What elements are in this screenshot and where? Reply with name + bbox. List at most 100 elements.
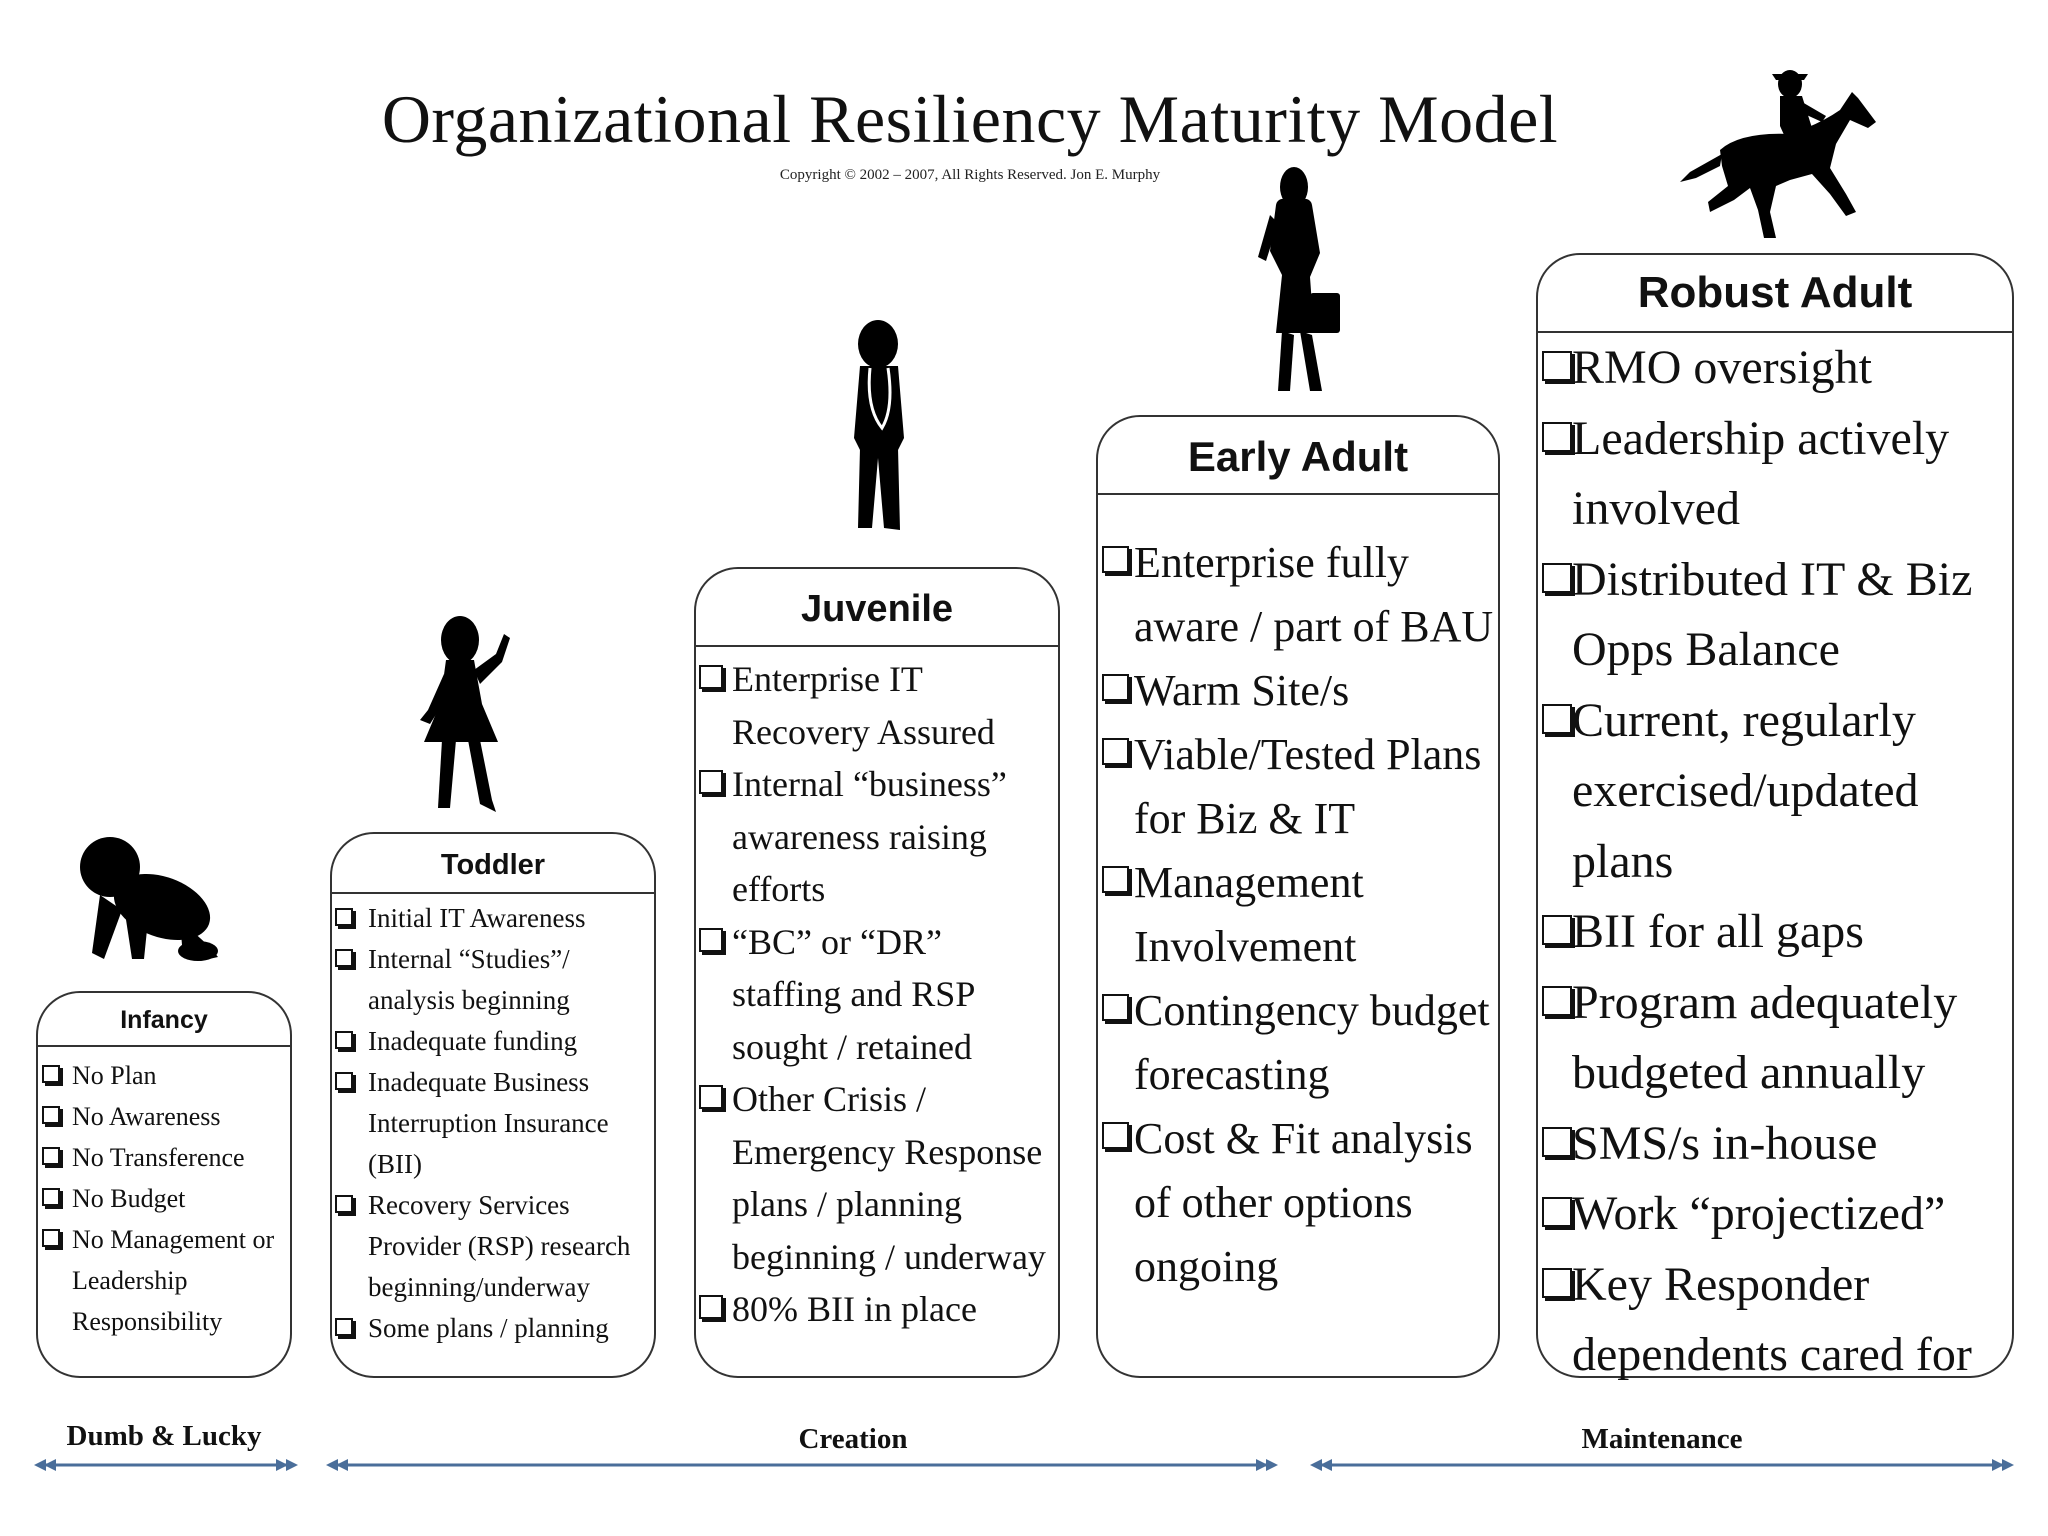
checkbox-icon <box>1102 738 1129 765</box>
checklist-item-text: Other Crisis / Emergency Response plans … <box>732 1079 1046 1277</box>
checkbox-icon <box>1542 1267 1572 1298</box>
checklist-item: Cost & Fit analysis of other options ong… <box>1098 1107 1494 1299</box>
checklist-item: Viable/Tested Plans for Biz & IT <box>1098 723 1494 851</box>
checklist-item: Initial IT Awareness <box>332 898 650 939</box>
checklist-item: Enterprise IT Recovery Assured <box>696 653 1054 758</box>
checklist-item-text: Management Involvement <box>1134 858 1364 971</box>
checklist-item: RMO oversight <box>1538 333 2008 404</box>
checklist-item-text: 80% BII in place <box>732 1289 977 1329</box>
checkbox-icon <box>1542 703 1572 734</box>
checkbox-icon <box>1542 562 1572 593</box>
phase-arrow-creation <box>326 1459 1278 1471</box>
checklist-item-text: BII for all gaps <box>1572 905 1864 958</box>
checklist-item: No Transference <box>38 1137 286 1178</box>
checklist-item: Warm Site/s <box>1098 659 1494 723</box>
checklist-item-text: Viable/Tested Plans for Biz & IT <box>1134 730 1482 843</box>
checklist-item: No Awareness <box>38 1096 286 1137</box>
stage-early-adult: Early Adult Enterprise fully aware / par… <box>1096 415 1500 1378</box>
checklist-item: SMS/s in-house <box>1538 1109 2008 1180</box>
checkbox-icon <box>1542 915 1572 945</box>
checklist-item: “BC” or “DR” staffing and RSP sought / r… <box>696 916 1054 1074</box>
stage-toddler: Toddler Initial IT Awareness Internal “S… <box>330 832 656 1378</box>
stage-checklist: No Plan No Awareness No Transference No … <box>38 1047 290 1342</box>
checklist-item-text: Internal “Studies”/ analysis beginning <box>368 944 570 1015</box>
checklist-item-text: Current, regularly exercised/updated pla… <box>1572 693 1919 888</box>
checkbox-icon <box>1542 351 1572 381</box>
checkbox-icon <box>1102 866 1129 893</box>
woman-silhouette-icon <box>1258 167 1340 391</box>
stage-checklist: RMO oversight Leadership actively involv… <box>1538 333 2012 1391</box>
checkbox-icon <box>699 665 723 689</box>
checklist-item-text: Warm Site/s <box>1134 666 1350 715</box>
stage-checklist: Enterprise IT Recovery Assured Internal … <box>696 647 1058 1336</box>
checklist-item-text: No Awareness <box>72 1102 221 1131</box>
checklist-item: 80% BII in place <box>696 1283 1054 1336</box>
checklist-item-text: No Management or Leadership Responsibili… <box>72 1225 275 1336</box>
checkbox-icon <box>1542 1197 1572 1227</box>
diagram-title: Organizational Resiliency Maturity Model <box>381 81 1559 157</box>
stage-infancy: Infancy No Plan No Awareness No Transfer… <box>36 991 292 1378</box>
checklist-item-text: Cost & Fit analysis of other options ong… <box>1134 1114 1473 1291</box>
checklist-item-text: No Budget <box>72 1184 186 1213</box>
checklist-item-text: “BC” or “DR” staffing and RSP sought / r… <box>732 921 975 1067</box>
checklist-item-text: No Plan <box>72 1061 157 1090</box>
checklist-item: Current, regularly exercised/updated pla… <box>1538 686 2008 898</box>
horse-rider-silhouette-icon <box>1680 70 1876 238</box>
checkbox-icon <box>335 1318 353 1336</box>
checklist-item: Distributed IT & Biz Opps Balance <box>1538 545 2008 686</box>
checklist-item-text: Distributed IT & Biz Opps Balance <box>1572 552 1973 677</box>
checkbox-icon <box>699 1295 723 1319</box>
checkbox-icon <box>699 1085 723 1109</box>
stage-title: Infancy <box>38 993 290 1047</box>
checklist-item: Internal “business” awareness raising ef… <box>696 758 1054 916</box>
checkbox-icon <box>1542 985 1572 1016</box>
checklist-item-text: Contingency budget forecasting <box>1134 986 1490 1099</box>
checklist-item: Recovery Services Provider (RSP) researc… <box>332 1185 650 1308</box>
checkbox-icon <box>1102 674 1129 701</box>
checklist-item-text: Inadequate Business Interruption Insuran… <box>368 1067 609 1179</box>
checkbox-icon <box>335 908 353 926</box>
baby-silhouette-icon <box>80 837 218 961</box>
checklist-item-text: Work “projectized” <box>1572 1187 1946 1240</box>
checklist-item-text: SMS/s in-house <box>1572 1116 1878 1170</box>
checklist-item: Contingency budget forecasting <box>1098 979 1494 1107</box>
checklist-item-text: Some plans / planning <box>368 1313 609 1343</box>
checklist-item-text: RMO oversight <box>1572 341 1872 394</box>
stage-title: Toddler <box>332 834 654 894</box>
checklist-item: Key Responder dependents cared for <box>1538 1250 2008 1391</box>
checklist-item-text: Key Responder dependents cared for <box>1572 1257 1972 1382</box>
checklist-item-text: Program adequately budgeted annually <box>1572 975 1958 1100</box>
checkbox-icon <box>1102 1122 1129 1149</box>
checklist-item: Enterprise fully aware / part of BAU <box>1098 531 1494 659</box>
juvenile-silhouette-icon <box>854 320 904 530</box>
stage-title: Robust Adult <box>1538 255 2012 333</box>
checkbox-icon <box>1102 546 1129 573</box>
stage-robust-adult: Robust Adult RMO oversight Leadership ac… <box>1536 253 2014 1381</box>
checkbox-icon <box>42 1065 60 1083</box>
checkbox-icon <box>1542 421 1572 452</box>
phase-label-maintenance: Maintenance <box>1581 1423 1743 1455</box>
checkbox-icon <box>699 770 723 794</box>
checklist-item: Some plans / planning <box>332 1308 650 1349</box>
checkbox-icon <box>335 949 353 967</box>
checklist-item: Program adequately budgeted annually <box>1538 968 2008 1109</box>
checkbox-icon <box>42 1229 60 1247</box>
phase-arrow-maintenance <box>1310 1459 2014 1471</box>
checkbox-icon <box>1542 1126 1572 1157</box>
stage-checklist: Initial IT Awareness Internal “Studies”/… <box>332 894 654 1349</box>
checklist-item: No Budget <box>38 1178 286 1219</box>
checklist-item-text: Inadequate funding <box>368 1026 578 1056</box>
phase-label-creation: Creation <box>798 1423 908 1455</box>
checkbox-icon <box>699 927 723 952</box>
checklist-item-text: Internal “business” awareness raising ef… <box>732 764 1007 909</box>
phase-label-dumb-lucky: Dumb & Lucky <box>66 1420 262 1452</box>
checklist-item: Other Crisis / Emergency Response plans … <box>696 1073 1054 1283</box>
checklist-item: Leadership actively involved <box>1538 404 2008 545</box>
checkbox-icon <box>1102 994 1129 1021</box>
checklist-item: Internal “Studies”/ analysis beginning <box>332 939 650 1021</box>
stage-title: Juvenile <box>696 569 1058 647</box>
checkbox-icon <box>42 1106 60 1124</box>
checklist-item: BII for all gaps <box>1538 897 2008 968</box>
checklist-item-text: No Transference <box>72 1143 245 1172</box>
checkbox-icon <box>42 1147 60 1165</box>
